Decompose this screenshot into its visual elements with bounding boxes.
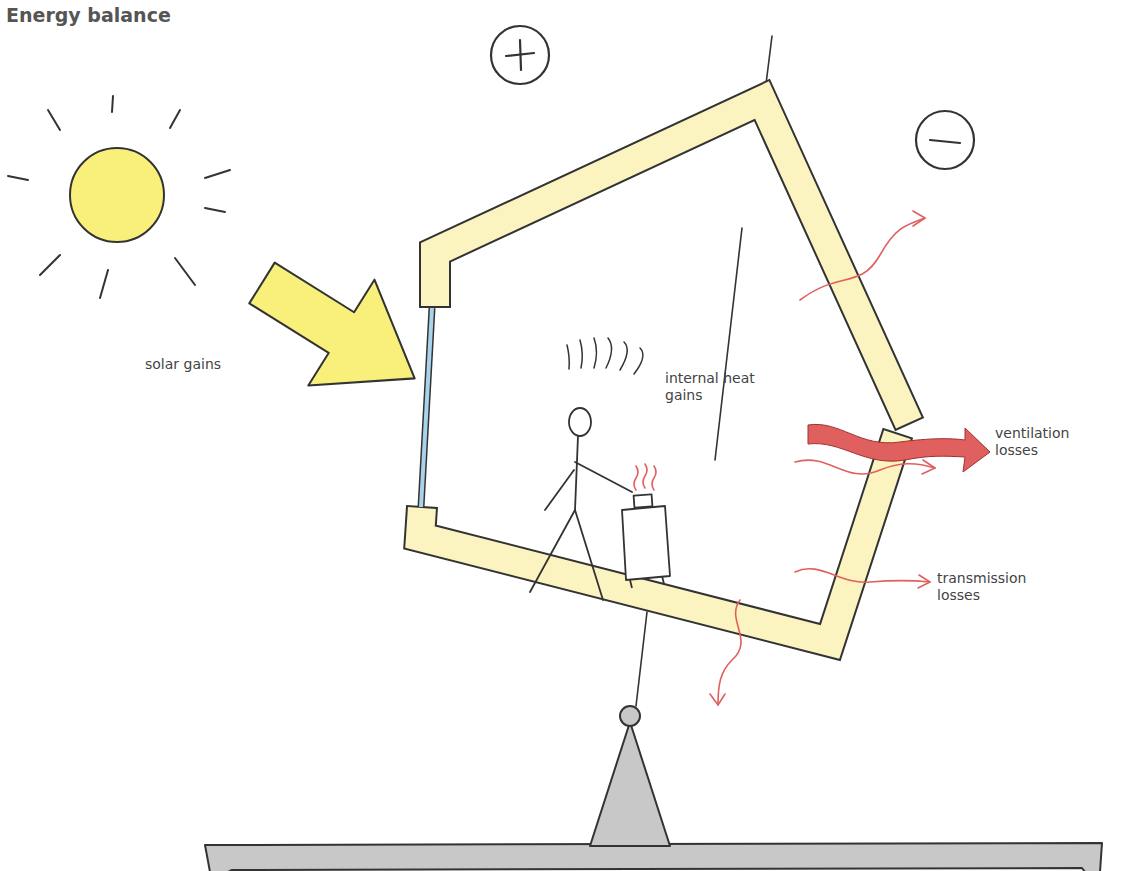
plus-symbol bbox=[491, 26, 549, 84]
pivot-triangle bbox=[590, 722, 670, 846]
pivot-ball bbox=[620, 706, 640, 726]
scale-base bbox=[205, 843, 1102, 871]
window bbox=[421, 308, 432, 507]
house-envelope bbox=[420, 100, 903, 642]
person bbox=[530, 408, 632, 600]
callout-label: internal heat gains bbox=[665, 370, 757, 404]
solar-arrow bbox=[229, 230, 448, 431]
heater-steam bbox=[634, 464, 656, 490]
sun bbox=[8, 96, 230, 298]
minus-symbol bbox=[916, 111, 974, 169]
callout-label: solar gains bbox=[145, 356, 285, 373]
heat-waves bbox=[567, 338, 643, 374]
diagram-title: Energy balance bbox=[6, 4, 171, 26]
ventilation-arrow bbox=[808, 424, 990, 472]
callout-label: ventilation losses bbox=[995, 425, 1105, 459]
callout-label: transmission losses bbox=[937, 570, 1057, 604]
heater bbox=[622, 494, 670, 588]
